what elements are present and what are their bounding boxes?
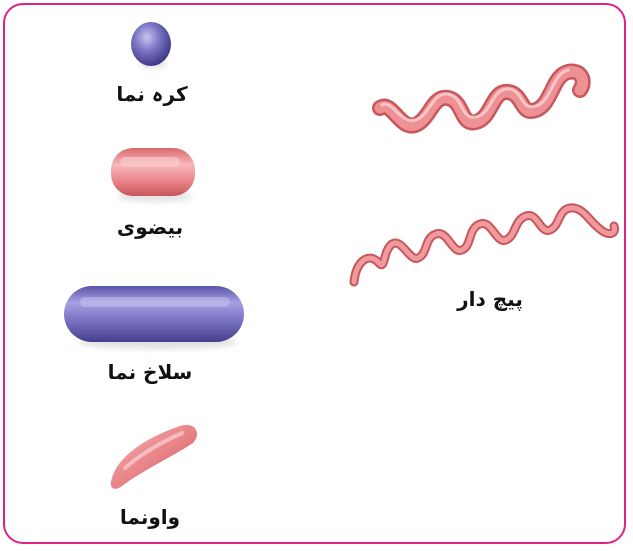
oval-label: بیضوی — [117, 215, 183, 239]
spirillum-shape-upper — [380, 70, 583, 126]
bacillus-shape — [64, 286, 244, 349]
coccus-shape — [131, 22, 171, 68]
vibrio-label: واونما — [120, 505, 180, 529]
vibrio-shape — [111, 425, 197, 489]
spirillum-label: پیچ دار — [457, 287, 523, 311]
oval-shape — [111, 148, 195, 202]
coccus-label: کرہ نما — [116, 82, 187, 106]
spirillum-shape-lower — [354, 208, 615, 282]
bacillus-label: سلاخ نما — [108, 360, 193, 384]
